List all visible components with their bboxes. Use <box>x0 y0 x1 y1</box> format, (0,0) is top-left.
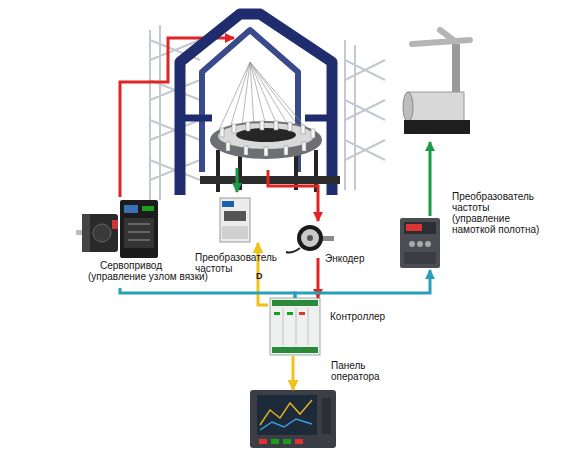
winder <box>404 120 470 134</box>
winder <box>403 30 470 134</box>
device-node: Панель оператора <box>250 390 338 448</box>
controller <box>272 300 318 306</box>
knitting-head <box>232 124 236 133</box>
machine-background <box>345 40 385 190</box>
frequency-converter <box>222 226 248 239</box>
frequency-converter <box>222 201 234 207</box>
winding-frequency-converter <box>425 241 431 247</box>
operator-panel <box>260 419 312 430</box>
device-label: Преобразователь частоты <box>195 252 290 274</box>
winding-frequency-converter <box>404 252 436 264</box>
winding-frequency-converter <box>400 218 440 268</box>
controller <box>270 298 320 355</box>
device-node: Сервопривод(управление узлом вязки) <box>80 198 236 288</box>
knitting-head <box>288 122 292 131</box>
knitting-head <box>200 176 340 184</box>
servo-motor <box>76 214 118 252</box>
knitting-head <box>302 142 306 151</box>
servo-drive <box>120 200 158 258</box>
machine-frame <box>180 14 332 195</box>
servo-motor <box>82 214 90 252</box>
encoder <box>297 225 323 251</box>
servo-motor <box>112 220 118 229</box>
device-label: (управление узлом вязки) <box>88 271 208 282</box>
device-label: Сервопривод <box>100 260 162 271</box>
signal-connector <box>317 258 320 298</box>
winder <box>412 30 470 44</box>
operator-panel <box>322 398 331 434</box>
knitting-head <box>260 121 264 130</box>
signal-connector <box>120 288 295 298</box>
knitting-head <box>200 121 340 192</box>
servo-drive <box>128 224 150 240</box>
winding-frequency-converter <box>404 222 436 234</box>
frequency-converter <box>220 198 250 242</box>
encoder <box>286 248 300 253</box>
knitting-head <box>301 125 305 134</box>
servo-drive <box>142 206 154 211</box>
knitting-head <box>218 123 314 149</box>
knitting-head <box>264 147 268 156</box>
winding-frequency-converter <box>409 241 415 247</box>
operator-panel <box>295 439 303 444</box>
signal-connector <box>295 270 430 298</box>
signal-connector <box>292 356 295 390</box>
frequency-converter <box>224 211 246 221</box>
controller <box>274 312 280 315</box>
servo-motor <box>82 214 118 252</box>
device-label: Преобразователь частоты <box>452 191 547 213</box>
controller <box>299 312 305 315</box>
knitting-head <box>226 142 230 151</box>
knitting-head <box>311 129 315 138</box>
operator-panel <box>283 439 291 444</box>
knitting-head <box>220 128 224 137</box>
operator-panel <box>250 390 336 448</box>
winding-frequency-converter <box>400 218 440 268</box>
device-node: Энкодер <box>288 222 340 258</box>
operator-panel <box>257 395 317 435</box>
knitting-head <box>246 122 250 131</box>
controller <box>283 308 308 345</box>
signal-letter: D <box>256 271 263 281</box>
operator-panel <box>259 439 267 444</box>
device-node: Преобразователь частоты <box>218 197 262 243</box>
machine-frame <box>180 115 332 122</box>
encoder <box>307 235 313 241</box>
knitting-head <box>274 121 278 130</box>
device-label: (управление намоткой полотна) <box>452 213 552 235</box>
device-node: Преобразователь частоты(управление намот… <box>400 218 442 270</box>
winding-frequency-converter <box>417 241 423 247</box>
speed-signal-line <box>236 168 239 192</box>
controller <box>270 298 320 355</box>
device-label: Энкодер <box>325 253 365 264</box>
servo-drive <box>124 205 138 213</box>
feedback-signal-line <box>268 170 318 221</box>
servo-drive <box>124 218 154 248</box>
operator-panel <box>250 390 336 448</box>
winder <box>408 92 464 122</box>
frequency-converter <box>220 198 250 242</box>
knitting-head <box>284 146 288 155</box>
encoder <box>301 229 319 247</box>
device-node: Контроллер <box>268 298 322 356</box>
controller <box>272 347 318 353</box>
winding-signal-line <box>429 142 432 216</box>
servo-motor <box>93 224 111 242</box>
encoder <box>286 225 334 253</box>
winder <box>403 92 413 122</box>
winding-frequency-converter <box>406 224 422 231</box>
device-label: Контроллер <box>330 311 385 322</box>
connector-group <box>120 243 430 390</box>
knitting-head <box>220 121 315 156</box>
knitting-head <box>244 146 248 155</box>
knitting-head <box>210 121 322 159</box>
servo-drive <box>120 200 158 258</box>
controller <box>287 312 293 315</box>
operator-panel <box>271 439 279 444</box>
knitting-head <box>236 128 296 142</box>
machine-frame <box>180 14 332 195</box>
device-label: Панель оператора <box>331 360 389 382</box>
